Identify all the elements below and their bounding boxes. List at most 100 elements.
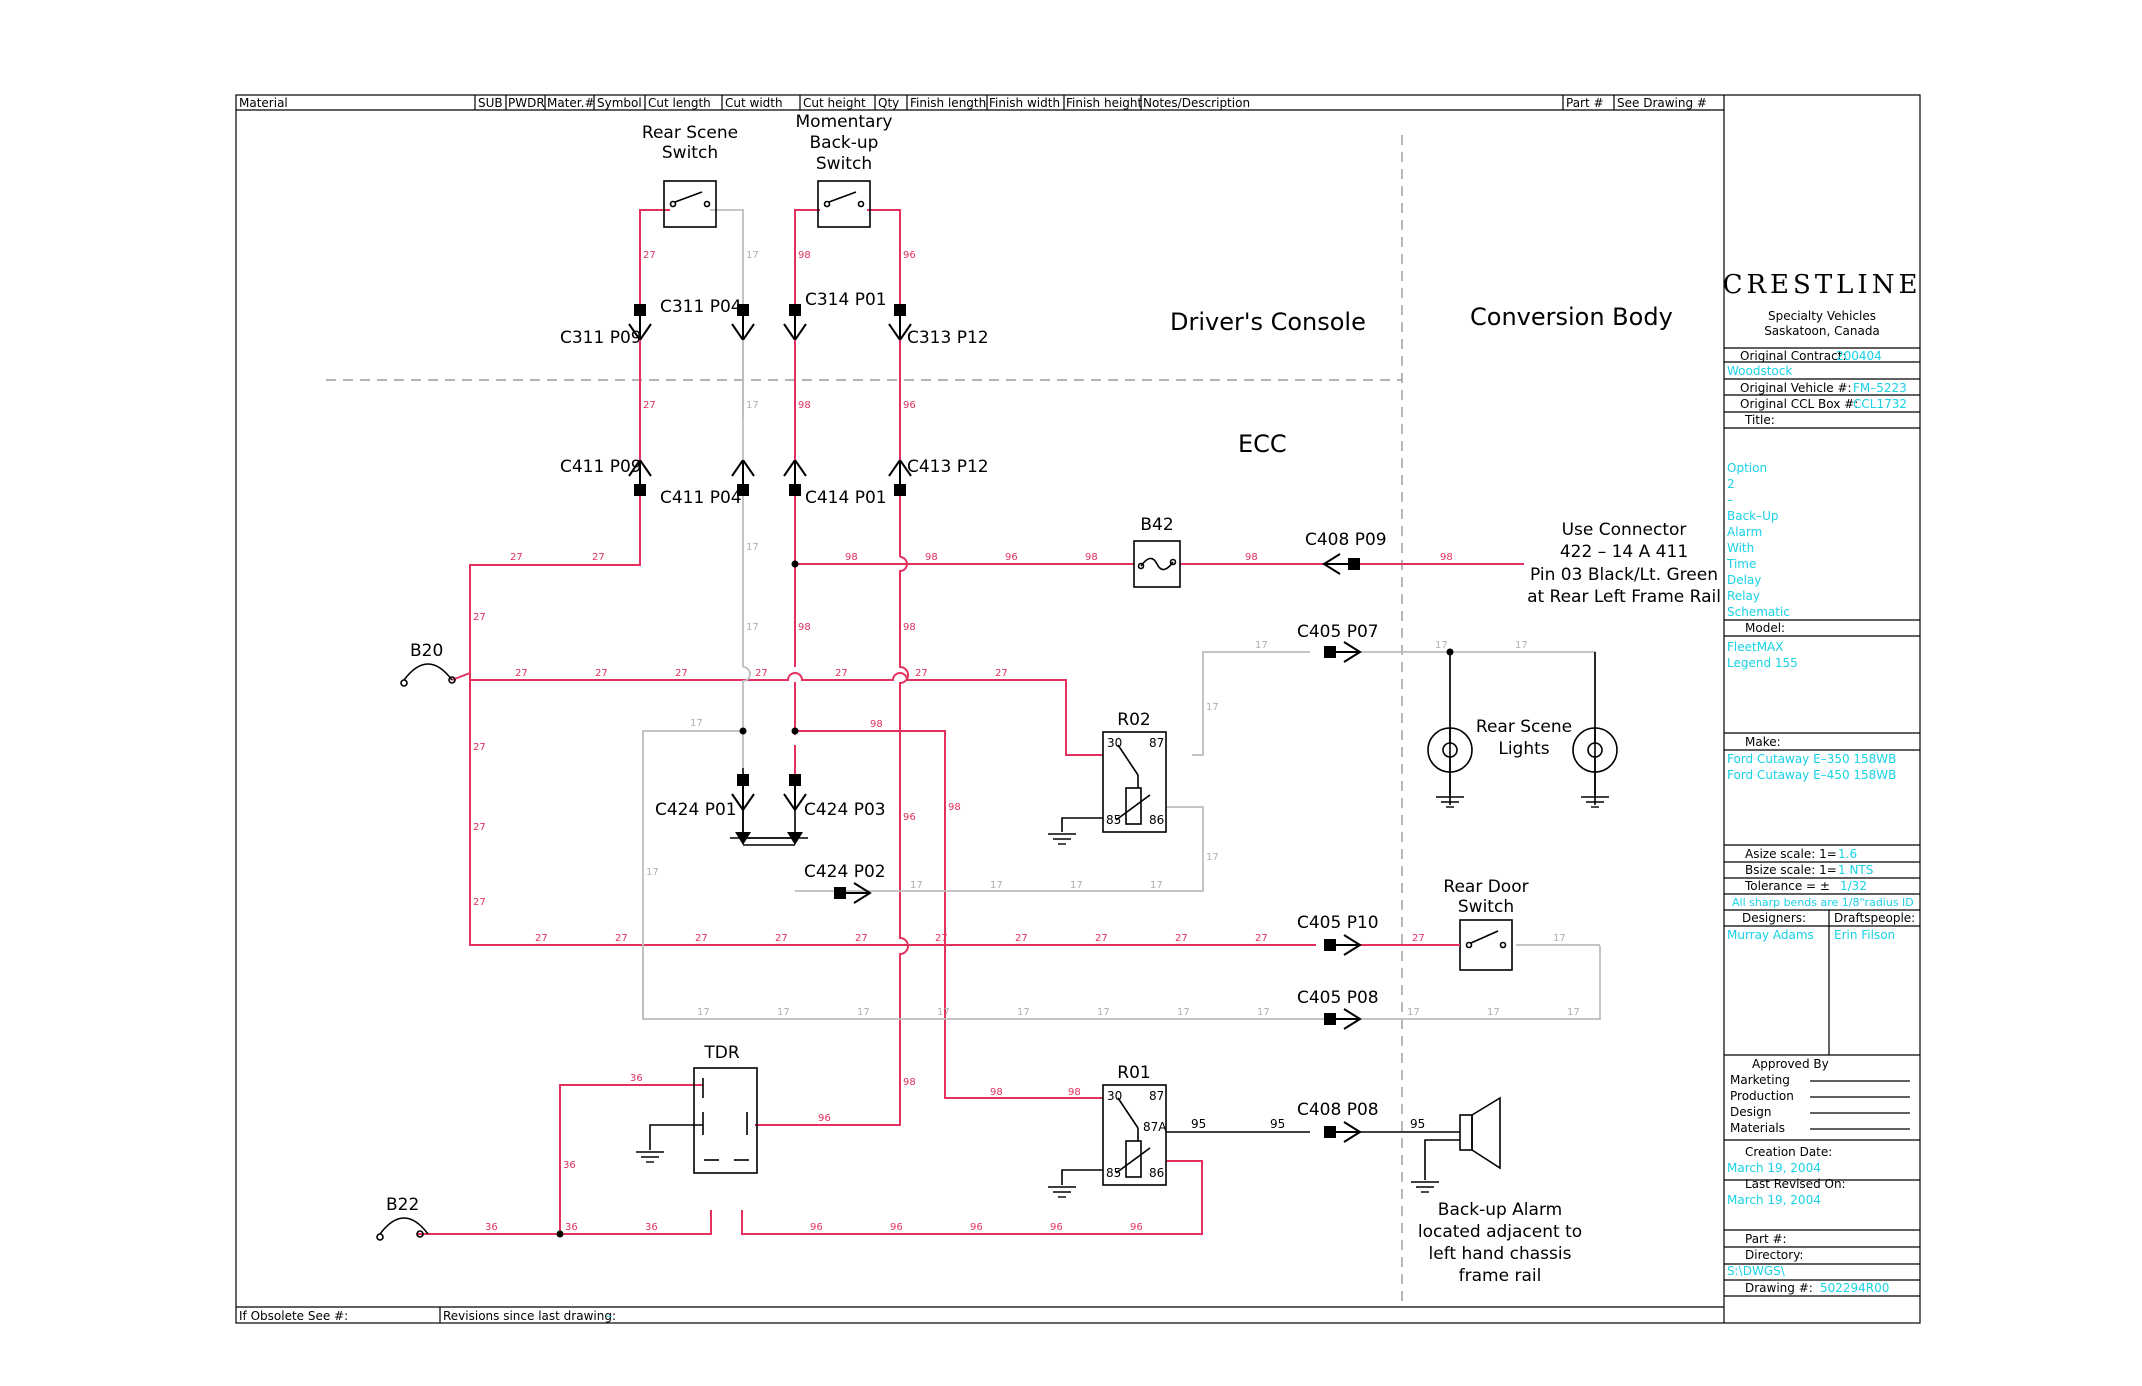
wire-num: 96 bbox=[903, 250, 916, 261]
wire-num: 36 bbox=[630, 1073, 643, 1084]
title-line-3: – bbox=[1727, 493, 1733, 507]
title-line-1: Option bbox=[1727, 461, 1767, 475]
wire-num: 17 bbox=[746, 622, 759, 633]
backup-alarm-note-4: frame rail bbox=[1459, 1266, 1542, 1286]
wire-num: 17 bbox=[697, 1007, 710, 1018]
use-connector-line-4: at Rear Left Frame Rail bbox=[1527, 587, 1721, 607]
label-c411-p04: C411 P04 bbox=[660, 488, 742, 508]
designers-value: Murray Adams bbox=[1727, 928, 1814, 942]
title-line-9: Relay bbox=[1727, 589, 1760, 603]
label-c311-p09: C311 P09 bbox=[560, 328, 642, 348]
wire-num: 98 bbox=[903, 622, 916, 633]
momentary-switch-label-3: Switch bbox=[816, 154, 872, 174]
wire-num: 27 bbox=[675, 668, 688, 679]
wire-num: 17 bbox=[1070, 880, 1083, 891]
wire-num: 98 bbox=[845, 552, 858, 563]
header-pwdr: PWDR bbox=[508, 96, 545, 110]
draftspeople-value: Erin Filson bbox=[1834, 928, 1895, 942]
make-line-1: Ford Cutaway E–350 158WB bbox=[1727, 752, 1896, 766]
label-c411-p09: C411 P09 bbox=[560, 457, 642, 477]
wire-num: 27 bbox=[515, 668, 528, 679]
r01-relay: 30 87 87A 85 86 R01 bbox=[1047, 1063, 1167, 1198]
wire-num: 27 bbox=[510, 552, 523, 563]
label-c424-p01: C424 P01 bbox=[655, 800, 737, 820]
wire-num: 98 bbox=[870, 719, 883, 730]
title-block: CRESTLINE Specialty Vehicles Saskatoon, … bbox=[1723, 270, 1920, 1297]
header-finish-length: Finish length bbox=[910, 96, 986, 110]
r02-label: R02 bbox=[1117, 710, 1150, 730]
revised-label: Last Revised On: bbox=[1745, 1177, 1846, 1191]
title-line-8: Delay bbox=[1727, 573, 1761, 587]
bends-note: All sharp bends are 1/8"radius ID bbox=[1732, 896, 1914, 909]
wire-numbers: 27 27 17 17 98 98 96 96 27 27 27 27 27 2… bbox=[473, 250, 1580, 1233]
wire-num: 17 bbox=[1017, 1007, 1030, 1018]
b22-label: B22 bbox=[386, 1195, 419, 1215]
wire-num: 98 bbox=[948, 802, 961, 813]
creation-value: March 19, 2004 bbox=[1727, 1161, 1821, 1175]
original-contract-value: 200404 bbox=[1836, 349, 1882, 363]
wire-num: 98 bbox=[798, 400, 811, 411]
header-sub: SUB bbox=[478, 96, 503, 110]
rear-scene-switch: Rear Scene Switch bbox=[642, 123, 738, 228]
b20-connector: B20 bbox=[400, 641, 456, 687]
revised-value: March 19, 2004 bbox=[1727, 1193, 1821, 1207]
wire-num: 98 bbox=[925, 552, 938, 563]
make-line-2: Ford Cutaway E–450 158WB bbox=[1727, 768, 1896, 782]
zone-drivers-console: Driver's Console bbox=[1170, 308, 1366, 336]
wire-num: 27 bbox=[643, 400, 656, 411]
tolerance-label: Tolerance = ± bbox=[1744, 879, 1830, 893]
wire-num: 36 bbox=[485, 1222, 498, 1233]
wire-num: 98 bbox=[1440, 552, 1453, 563]
b20-label: B20 bbox=[410, 641, 443, 661]
wire-num: 17 bbox=[746, 542, 759, 553]
rear-door-switch-label-2: Switch bbox=[1458, 897, 1514, 917]
approval-production: Production bbox=[1730, 1089, 1794, 1103]
wire-num: 27 bbox=[1015, 933, 1028, 944]
header-qty: Qty bbox=[878, 96, 899, 110]
label-c405-p08: C405 P08 bbox=[1297, 988, 1379, 1008]
connector-c424: C424 P01 C424 P03 C424 P02 bbox=[655, 773, 886, 904]
wire-num: 17 bbox=[937, 1007, 950, 1018]
wire-num: 17 bbox=[1206, 852, 1219, 863]
wire-num: 17 bbox=[1407, 1007, 1420, 1018]
b42-label: B42 bbox=[1140, 515, 1173, 535]
r01-pin-30: 30 bbox=[1107, 1089, 1122, 1103]
wire-num: 17 bbox=[910, 880, 923, 891]
wire-num: 96 bbox=[818, 1113, 831, 1124]
header-material: Material bbox=[239, 96, 288, 110]
wire-num: 98 bbox=[903, 1077, 916, 1088]
wire-num: 27 bbox=[935, 933, 948, 944]
r01-pin-87: 87 bbox=[1149, 1089, 1164, 1103]
wire-num: 17 bbox=[690, 718, 703, 729]
use-connector-note: Use Connector 422 – 14 A 411 Pin 03 Blac… bbox=[1527, 520, 1721, 607]
original-contract-label: Original Contract: bbox=[1740, 349, 1846, 363]
wire-num: 36 bbox=[565, 1222, 578, 1233]
wire-num: 17 bbox=[1177, 1007, 1190, 1018]
draftspeople-label: Draftspeople: bbox=[1834, 911, 1915, 925]
original-ccl-value: CCL1732 bbox=[1853, 397, 1907, 411]
wire-num: 27 bbox=[915, 668, 928, 679]
use-connector-line-3: Pin 03 Black/Lt. Green bbox=[1530, 565, 1718, 585]
woodstock: Woodstock bbox=[1727, 364, 1792, 378]
label-c311-p04: C311 P04 bbox=[660, 297, 742, 317]
wire-num: 27 bbox=[755, 668, 768, 679]
b22-connector: B22 bbox=[376, 1195, 429, 1241]
wire-num: 36 bbox=[645, 1222, 658, 1233]
junctions bbox=[556, 560, 1454, 1238]
wire-num: 27 bbox=[1255, 933, 1268, 944]
wire-num: 17 bbox=[1257, 1007, 1270, 1018]
header-cut-height: Cut height bbox=[803, 96, 866, 110]
drawing-value: 502294R00 bbox=[1820, 1281, 1889, 1295]
use-connector-line-1: Use Connector bbox=[1562, 520, 1687, 540]
wire-num: 27 bbox=[695, 933, 708, 944]
wire-num: 98 bbox=[1068, 1087, 1081, 1098]
r01-pin-87a: 87A bbox=[1143, 1120, 1167, 1134]
rear-scene-switch-label-2: Switch bbox=[662, 143, 718, 163]
backup-alarm-note-1: Back-up Alarm bbox=[1438, 1200, 1562, 1220]
wire-num: 17 bbox=[1515, 640, 1528, 651]
wire-num: 96 bbox=[903, 400, 916, 411]
asize-value: 1.6 bbox=[1838, 847, 1857, 861]
footer-revisions-value: – bbox=[606, 1309, 612, 1323]
title-line-6: With bbox=[1727, 541, 1754, 555]
company-sub-2: Saskatoon, Canada bbox=[1764, 324, 1880, 338]
